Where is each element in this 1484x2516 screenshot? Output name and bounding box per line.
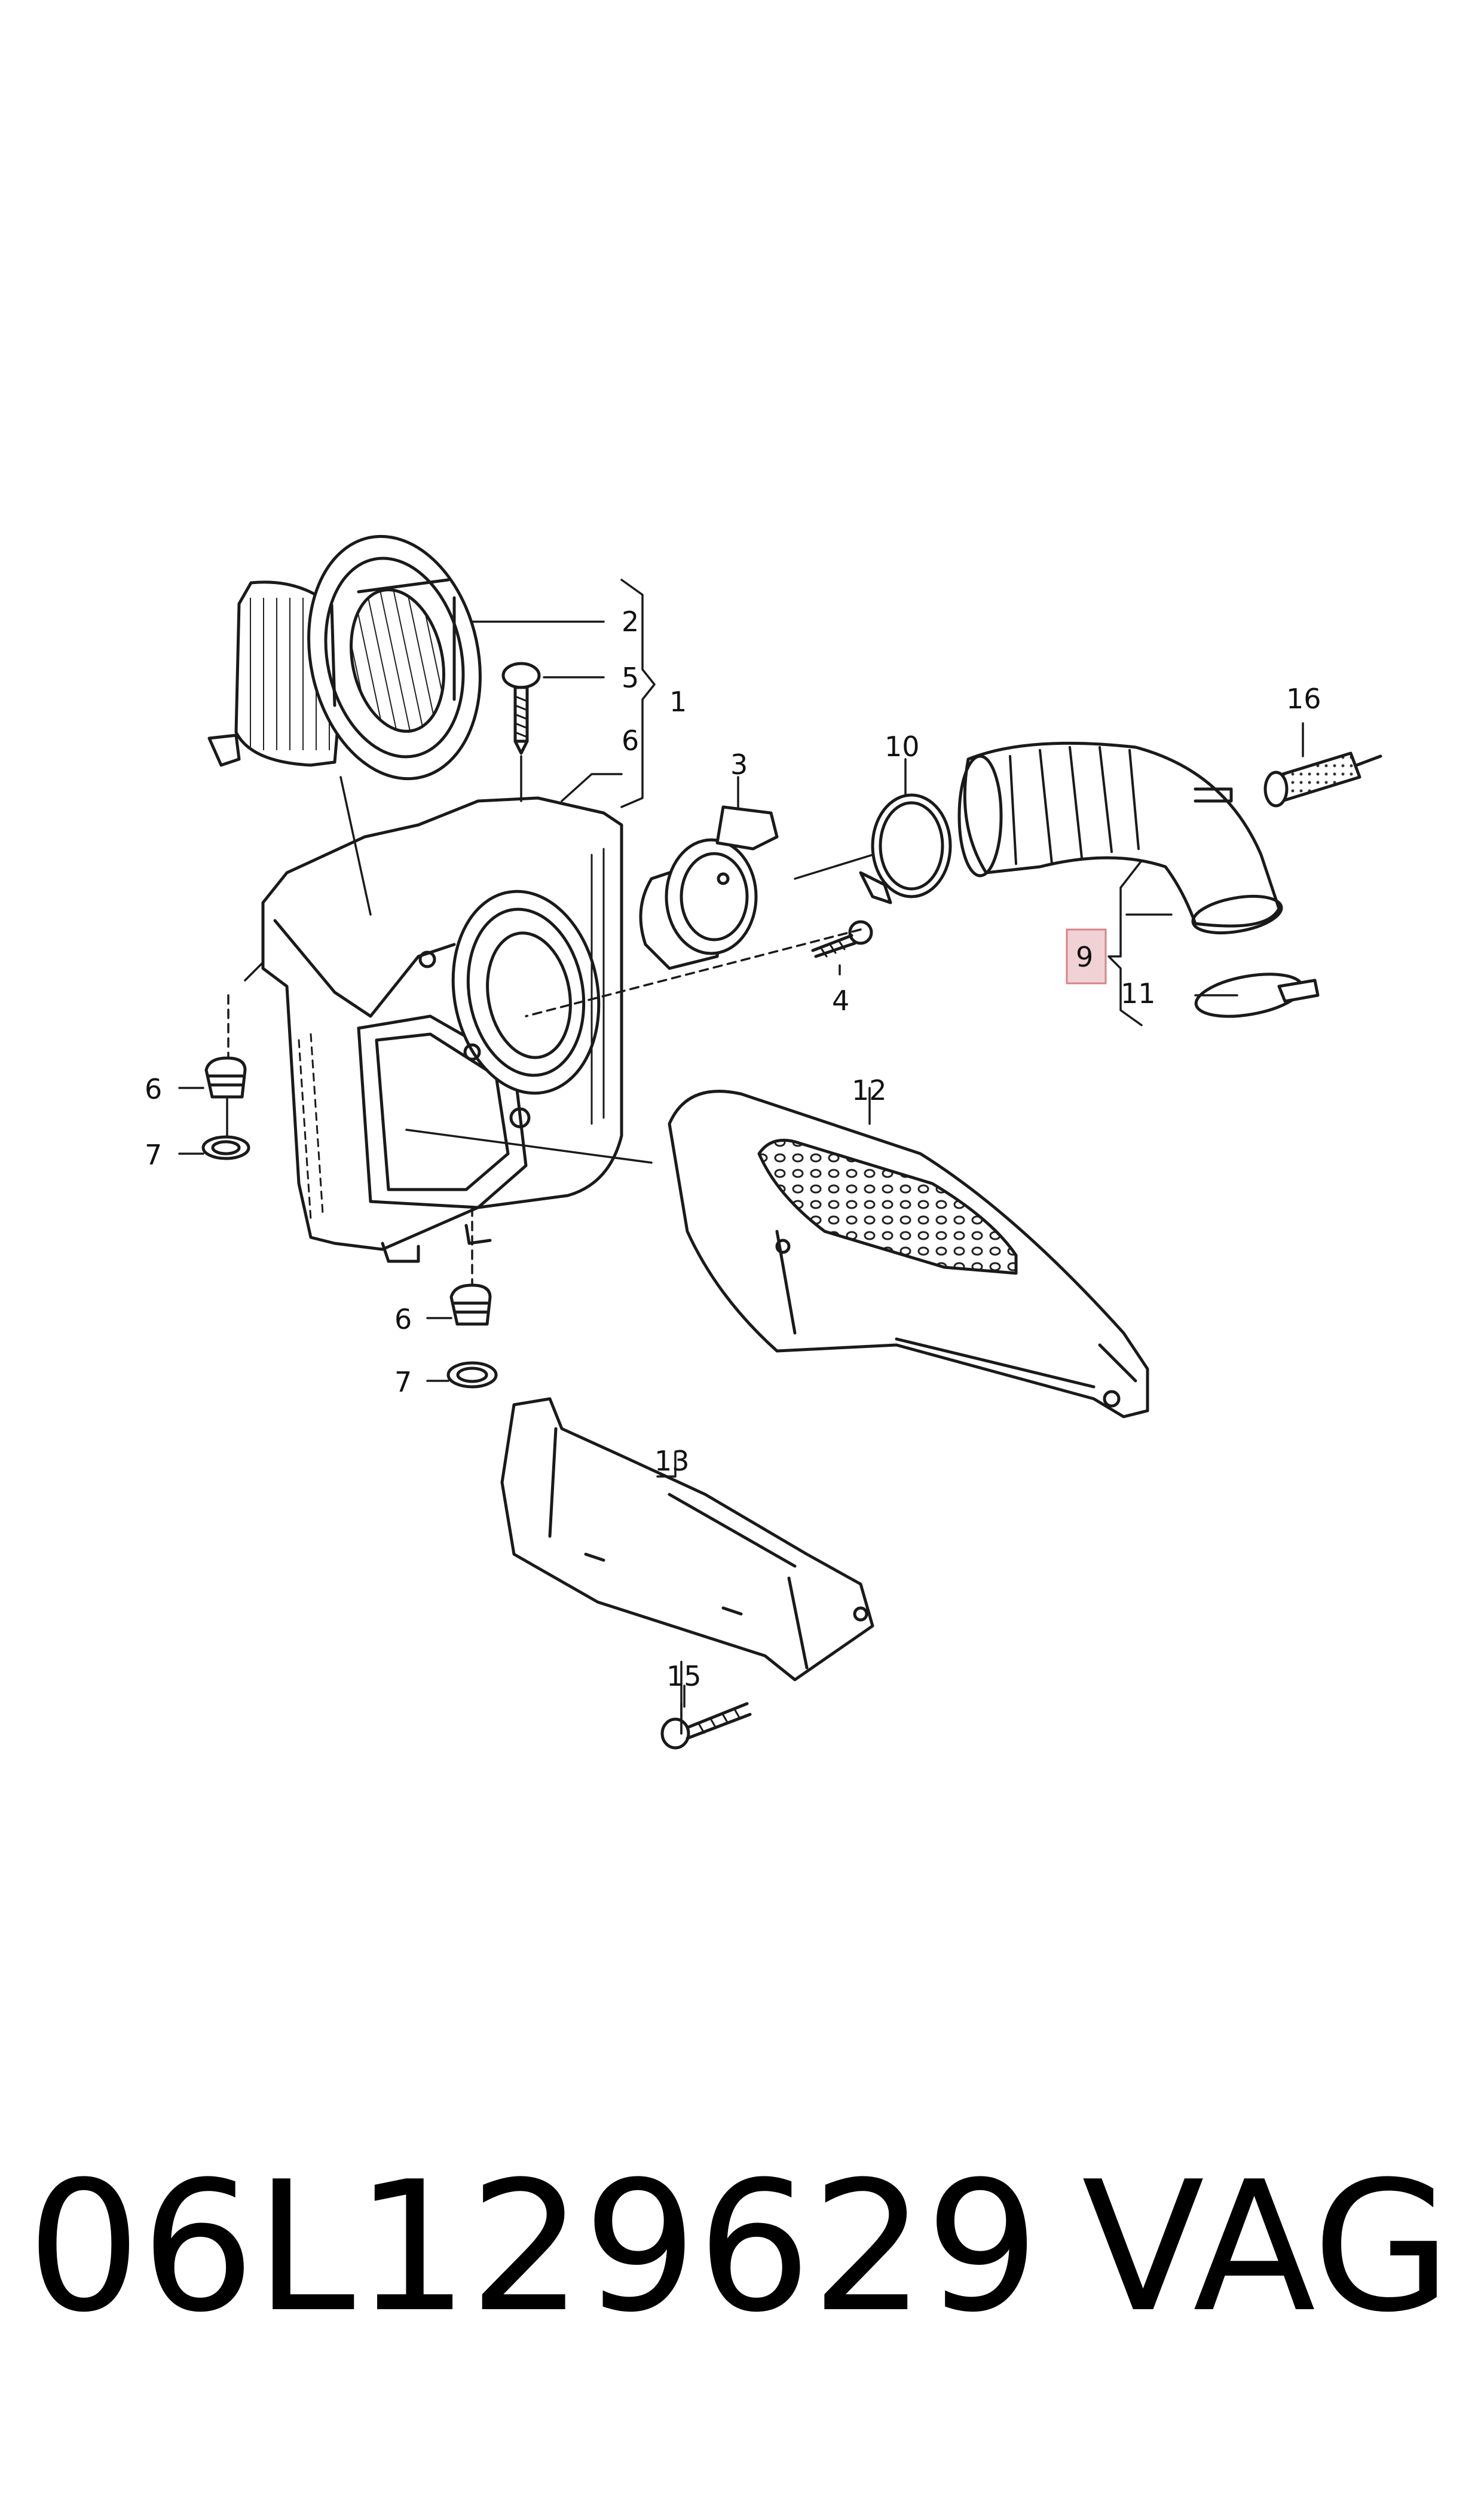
bolt-15: [660, 1702, 752, 1750]
hose-clamp-10: [859, 793, 952, 904]
air-mass-meter: [639, 805, 779, 970]
callout-6-top: 6: [622, 724, 639, 757]
callout-15: 15: [666, 1660, 702, 1692]
callout-3: 3: [730, 748, 748, 781]
callout-6-center: 6: [394, 1303, 412, 1335]
grommet-7-left: [201, 1135, 250, 1160]
callout-12: 12: [852, 1074, 887, 1106]
bolt-5: [501, 662, 541, 755]
callout-2: 2: [622, 606, 639, 638]
callout-10: 10: [885, 730, 920, 763]
callout-5: 5: [622, 662, 639, 694]
air-filter-element: [207, 534, 482, 781]
callout-13: 13: [654, 1445, 690, 1477]
air-duct-12: [668, 1090, 1149, 1419]
grommet-7-center: [446, 1361, 498, 1389]
highlight-box-9: [1066, 928, 1107, 985]
part-number: 06L129629: [27, 2143, 1040, 2352]
hose-clamp-11: [1194, 973, 1320, 1018]
callout-7-left: 7: [145, 1139, 162, 1171]
callout-6-left: 6: [145, 1073, 162, 1105]
callout-4: 4: [832, 985, 849, 1017]
rubber-mount-6-center: [449, 1283, 492, 1326]
callout-11: 11: [1121, 977, 1156, 1010]
callout-1: 1: [669, 686, 687, 718]
leader-lines: [178, 579, 1304, 1735]
callout-7-center: 7: [394, 1366, 412, 1398]
callout-16: 16: [1286, 683, 1321, 715]
intake-hose-9: [957, 741, 1283, 934]
air-filter-housing: [261, 796, 623, 1263]
screw-4: [811, 920, 873, 958]
callout-9: 9: [1076, 941, 1093, 973]
filter-insert-16: [1263, 751, 1382, 808]
bracket-13: [500, 1397, 874, 1682]
rubber-mount-6-left: [204, 1056, 247, 1099]
brand-name: VAG: [1082, 2143, 1452, 2352]
